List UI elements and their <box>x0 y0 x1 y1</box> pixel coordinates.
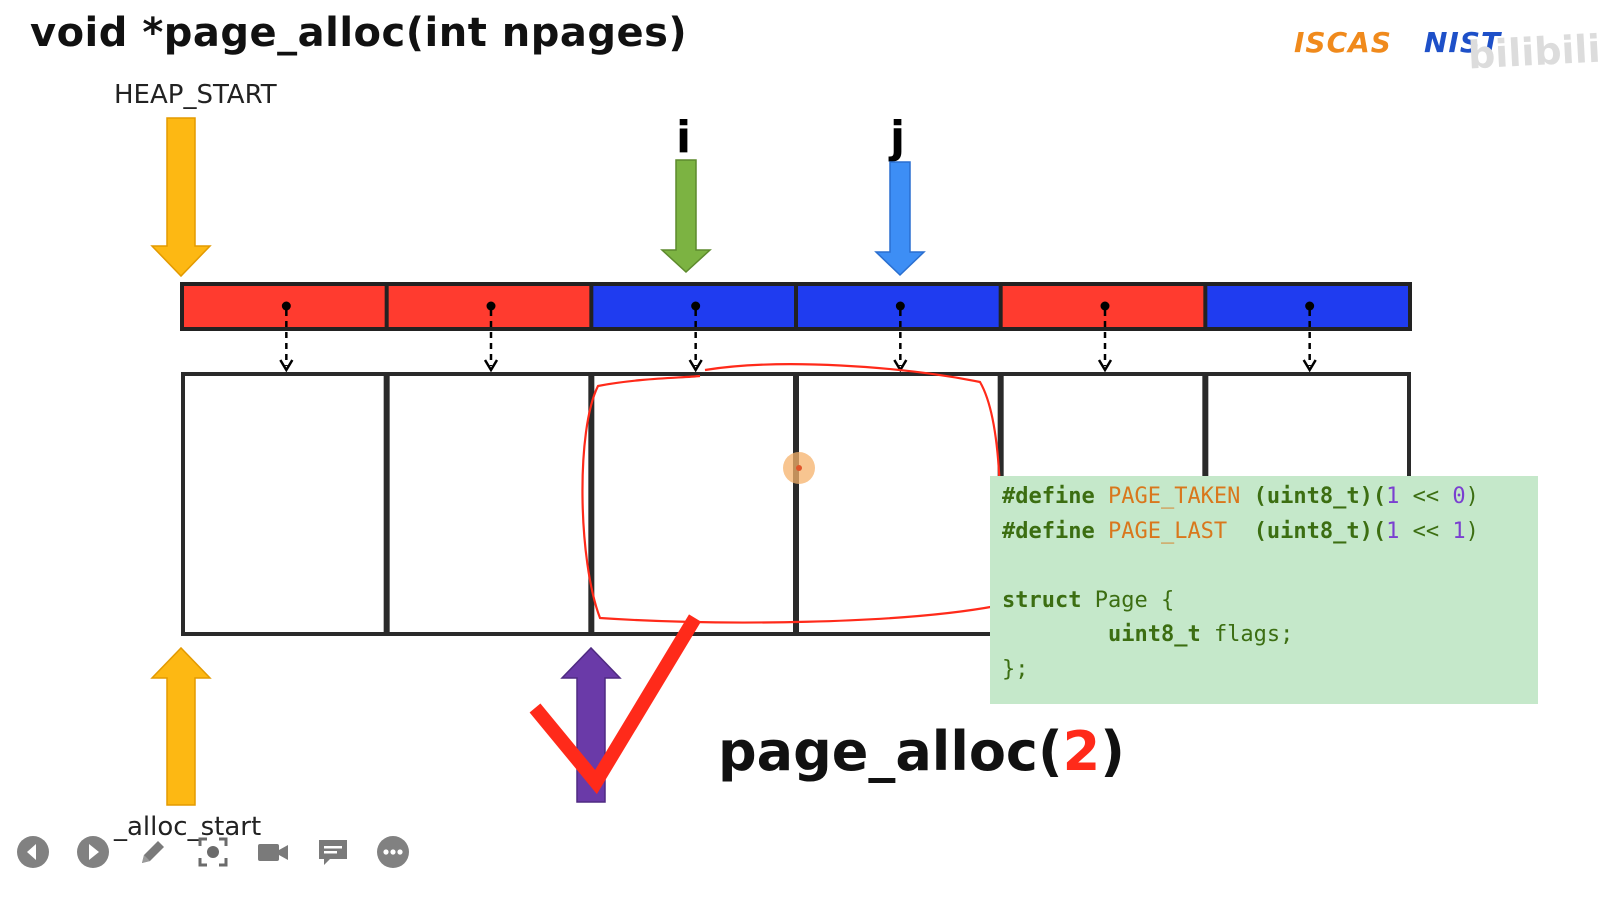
prev-slide-button[interactable] <box>14 833 52 871</box>
alloc-start-label: _alloc_start <box>114 812 262 842</box>
descriptor-pointer-dot-1 <box>281 301 291 311</box>
descriptor-link-arrowhead-2 <box>483 359 499 373</box>
code-line-2: #define PAGE_LAST (uint8_t)(1 << 1) <box>1002 518 1479 544</box>
heap-start-arrow <box>150 117 212 278</box>
check-mark <box>529 614 701 795</box>
descriptor-pointer-dot-3 <box>691 301 701 311</box>
descriptor-link-arrowhead-1 <box>279 359 294 373</box>
page-frame-1 <box>181 372 388 636</box>
more-options-button[interactable] <box>374 833 412 871</box>
alloc-start-arrow <box>150 646 212 806</box>
code-snippet: #define PAGE_TAKEN (uint8_t)(1 << 0) #de… <box>990 476 1538 704</box>
descriptor-pointer-dot-6 <box>1305 301 1315 311</box>
page-frame-4 <box>795 372 1002 636</box>
chevron-right-icon <box>77 836 109 868</box>
pointer-j-label: j <box>890 112 906 163</box>
pen-tool-button[interactable] <box>134 833 172 871</box>
code-line-3: struct Page { <box>1002 587 1175 613</box>
pointer-i-label: i <box>676 112 692 163</box>
descriptor-link-arrowhead-5 <box>1097 359 1113 373</box>
descriptor-pointer-dot-5 <box>1100 301 1110 311</box>
page-frame-2 <box>385 372 593 636</box>
chevron-left-icon <box>17 836 49 868</box>
subtitles-icon <box>319 840 347 865</box>
descriptor-pointer-dot-2 <box>486 301 496 311</box>
call-argument: 2 <box>1062 720 1101 783</box>
ellipsis-icon <box>377 836 409 868</box>
function-call-label: page_alloc(2) <box>718 720 1125 783</box>
code-line-5: }; <box>1002 656 1029 682</box>
page-frame-3 <box>590 372 797 636</box>
pointer-j-arrow <box>874 161 926 277</box>
page-descriptor-strip <box>180 282 1412 331</box>
camera-button[interactable] <box>254 833 292 871</box>
descriptor-link-arrowhead-3 <box>688 359 703 373</box>
subtitles-button[interactable] <box>314 833 352 871</box>
laser-pointer-center <box>796 465 802 471</box>
slide-title: void *page_alloc(int npages) <box>30 10 688 56</box>
descriptor-strip-border <box>180 282 1412 331</box>
descriptor-pointer-dot-4 <box>895 301 905 311</box>
pointer-i-arrow <box>660 159 712 274</box>
nist-logo: NIST <box>1424 26 1502 59</box>
allocated-start-arrow <box>560 646 622 803</box>
heap-start-label: HEAP_START <box>114 80 277 110</box>
focus-icon <box>198 837 228 867</box>
iscas-logo: ISCAS <box>1294 26 1392 59</box>
player-toolbar <box>14 832 412 872</box>
code-line-4: uint8_t flags; <box>1107 622 1294 647</box>
descriptor-link-arrowhead-6 <box>1302 359 1317 373</box>
code-line-1: #define PAGE_TAKEN (uint8_t)(1 << 0) <box>1002 484 1479 509</box>
descriptor-page-links <box>279 310 1317 373</box>
next-slide-button[interactable] <box>74 833 112 871</box>
zoom-button[interactable] <box>194 833 232 871</box>
allocation-highlight-circle <box>581 363 1002 624</box>
pencil-icon <box>142 841 164 863</box>
video-camera-icon <box>258 844 288 861</box>
